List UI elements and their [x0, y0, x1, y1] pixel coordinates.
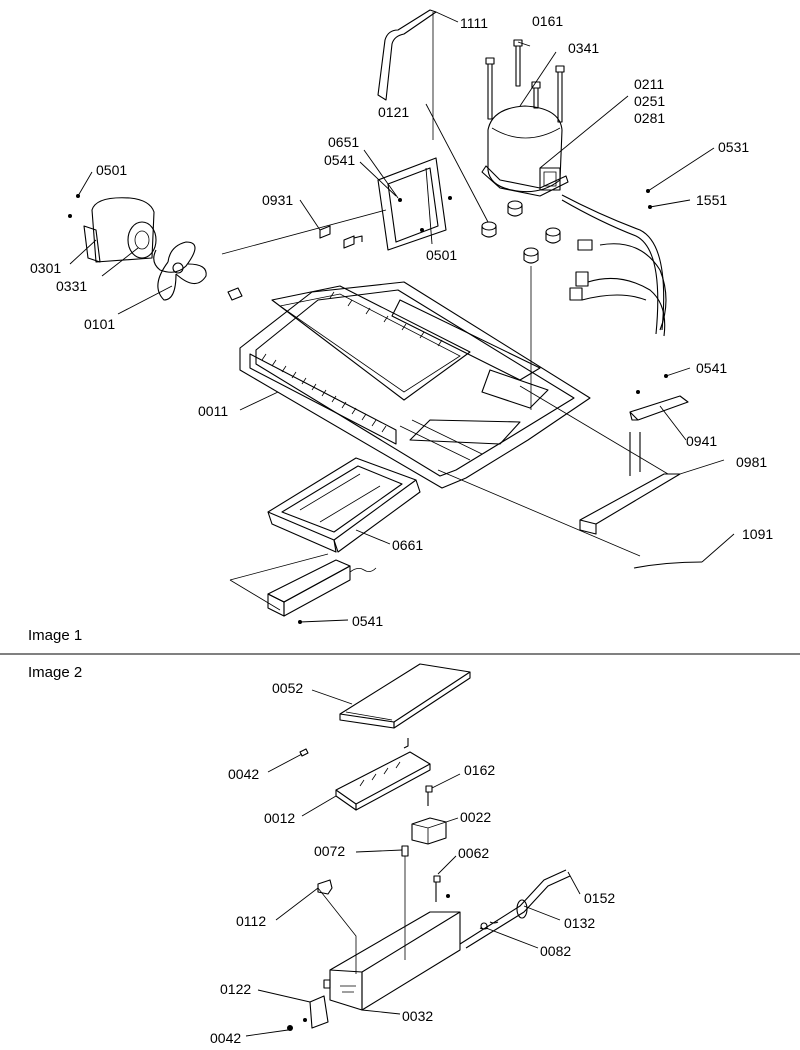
- leader-lines-image1: [69, 11, 735, 623]
- label-0541-box: 0541: [352, 613, 383, 629]
- label-0122: 0122: [220, 981, 251, 997]
- label-0211: 0211: [634, 76, 664, 92]
- label-0161: 0161: [532, 13, 563, 29]
- caption-image-2: Image 2: [28, 664, 82, 681]
- label-0042-bottom: 0042: [210, 1030, 241, 1046]
- bolts-0161: [485, 39, 565, 123]
- caption-image-1: Image 1: [28, 627, 82, 644]
- screw-0062: [433, 875, 441, 902]
- compressor: [481, 105, 569, 197]
- label-0301: 0301: [30, 260, 61, 276]
- label-0541-fan: 0541: [324, 152, 355, 168]
- label-0981: 0981: [736, 454, 767, 470]
- label-1091: 1091: [742, 526, 773, 542]
- cover-0052: [339, 663, 471, 729]
- label-1111: 1111: [460, 15, 488, 31]
- label-0042-top: 0042: [228, 766, 259, 782]
- label-0052: 0052: [272, 680, 303, 696]
- label-0651: 0651: [328, 134, 359, 150]
- label-0661: 0661: [392, 537, 423, 553]
- label-0541-rail: 0541: [696, 360, 727, 376]
- label-0082: 0082: [540, 943, 571, 959]
- bracket-0122: [309, 995, 329, 1029]
- label-0281: 0281: [634, 110, 665, 126]
- connector-0072: [401, 845, 409, 960]
- label-0341: 0341: [568, 40, 599, 56]
- drain-tray-0661: [267, 457, 421, 553]
- label-0072: 0072: [314, 843, 345, 859]
- fan-bracket-0651: [377, 157, 452, 251]
- label-0062: 0062: [458, 845, 489, 861]
- label-0501-motor: 0501: [96, 162, 127, 178]
- screw-0042-top: [299, 748, 309, 757]
- base-pan-0011: [239, 281, 591, 489]
- label-0501-bracket: 0501: [426, 247, 457, 263]
- label-0012: 0012: [264, 810, 295, 826]
- fan-motor-assembly: [68, 194, 243, 301]
- label-0121: 0121: [378, 104, 409, 120]
- image2-diagram: Image 2: [28, 663, 615, 1046]
- leader-lines-image2: [245, 689, 581, 1037]
- image1-diagram: 1111 0161 0341 0211 0251 0281 0121 0531 …: [28, 9, 773, 644]
- label-0531: 0531: [718, 139, 749, 155]
- label-0101: 0101: [84, 316, 115, 332]
- grommets: [481, 200, 561, 264]
- label-0251: 0251: [634, 93, 665, 109]
- label-0011: 0011: [198, 403, 228, 419]
- label-1551: 1551: [696, 192, 727, 208]
- relay-0022: [411, 817, 447, 845]
- rail-0981: [579, 432, 681, 535]
- control-box-0032: [323, 911, 461, 1011]
- rail-0941: [629, 374, 689, 421]
- label-0022: 0022: [460, 809, 491, 825]
- wire-harness-1551: [561, 189, 667, 337]
- label-0112: 0112: [236, 913, 266, 929]
- clips-0931: [319, 225, 363, 249]
- label-0931: 0931: [262, 192, 293, 208]
- cable-assembly: [459, 869, 571, 949]
- label-0162: 0162: [464, 762, 495, 778]
- clip-0112: [317, 879, 333, 895]
- screw-0042-bottom: [287, 1018, 307, 1031]
- label-0941: 0941: [686, 433, 717, 449]
- label-0132: 0132: [564, 915, 595, 931]
- label-0331: 0331: [56, 278, 87, 294]
- label-0032: 0032: [402, 1008, 433, 1024]
- drain-tube-1111: [377, 9, 437, 101]
- pc-board-0012: [335, 738, 431, 811]
- control-box-0541: [267, 559, 377, 624]
- wire-1091: [633, 561, 703, 569]
- label-0152: 0152: [584, 890, 615, 906]
- screw-0162: [425, 785, 433, 806]
